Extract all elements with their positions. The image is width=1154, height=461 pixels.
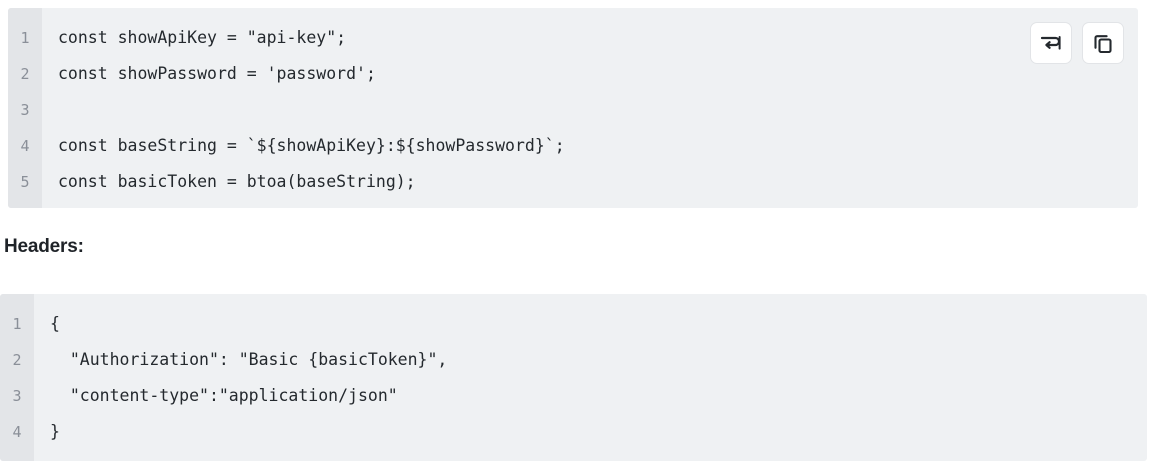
code-line-text[interactable]: { [50,314,60,333]
word-wrap-icon [1039,31,1063,55]
copy-icon-button[interactable] [1082,22,1124,64]
line-number: 2 [12,351,22,369]
headers-section-title: Headers: [4,236,84,257]
code-line: 1 const showApiKey = "api-key"; [8,20,1138,56]
line-number: 2 [20,65,30,83]
line-number: 3 [20,101,30,119]
code-line-text[interactable]: const showPassword = 'password'; [58,64,376,83]
code-line: 2 "Authorization": "Basic {basicToken}", [0,342,1147,378]
code-line-text[interactable]: "content-type":"application/json" [50,386,398,405]
copy-icon [1091,31,1115,55]
code-line: 4 const baseString = `${showApiKey}:${sh… [8,128,1138,164]
code-line: 3 "content-type":"application/json" [0,378,1147,414]
line-number: 4 [20,137,30,155]
code-line: 4 } [0,414,1147,450]
code-line-text[interactable]: } [50,422,60,441]
code-line: 2 const showPassword = 'password'; [8,56,1138,92]
line-number: 4 [12,423,22,441]
code-lines: 1 { 2 "Authorization": "Basic {basicToke… [0,294,1147,450]
code-block-basic-auth: 1 const showApiKey = "api-key"; 2 const … [8,8,1138,208]
line-number: 1 [20,29,30,47]
code-line: 5 const basicToken = btoa(baseString); [8,164,1138,200]
code-line-text[interactable]: const baseString = `${showApiKey}:${show… [58,136,565,155]
code-line-text[interactable]: const showApiKey = "api-key"; [58,28,347,47]
code-block-actions [1030,22,1124,64]
line-number: 5 [20,173,30,191]
code-line-text[interactable]: "Authorization": "Basic {basicToken}", [50,350,448,369]
word-wrap-icon-button[interactable] [1030,22,1072,64]
line-number: 1 [12,315,22,333]
code-block-headers: 1 { 2 "Authorization": "Basic {basicToke… [0,294,1147,461]
line-number: 3 [12,387,22,405]
code-line: 3 [8,92,1138,128]
code-line-text[interactable]: const basicToken = btoa(baseString); [58,172,416,191]
code-lines: 1 const showApiKey = "api-key"; 2 const … [8,8,1138,200]
code-line: 1 { [0,306,1147,342]
